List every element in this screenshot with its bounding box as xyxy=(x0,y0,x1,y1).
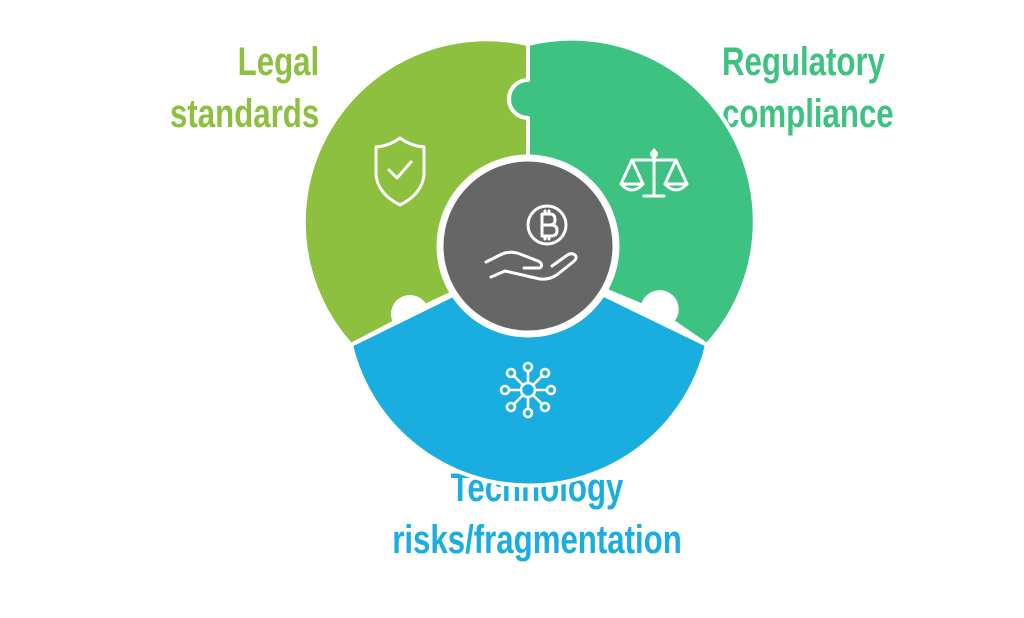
label-technology-line-2: risks/fragmentation xyxy=(392,518,682,562)
network-hub-icon xyxy=(499,361,557,419)
label-regulatory-line-1: Regulatory xyxy=(722,40,885,84)
label-regulatory-line-2: compliance xyxy=(722,92,894,136)
center-circle xyxy=(436,154,620,338)
label-legal-standards: Legal standards xyxy=(170,36,319,140)
label-legal-line-1: Legal xyxy=(237,40,319,84)
shield-check-icon xyxy=(374,136,426,207)
label-legal-line-2: standards xyxy=(169,92,319,136)
label-regulatory-compliance: Regulatory compliance xyxy=(722,36,894,140)
hand-bitcoin-icon xyxy=(484,204,578,281)
scales-icon xyxy=(619,148,689,198)
